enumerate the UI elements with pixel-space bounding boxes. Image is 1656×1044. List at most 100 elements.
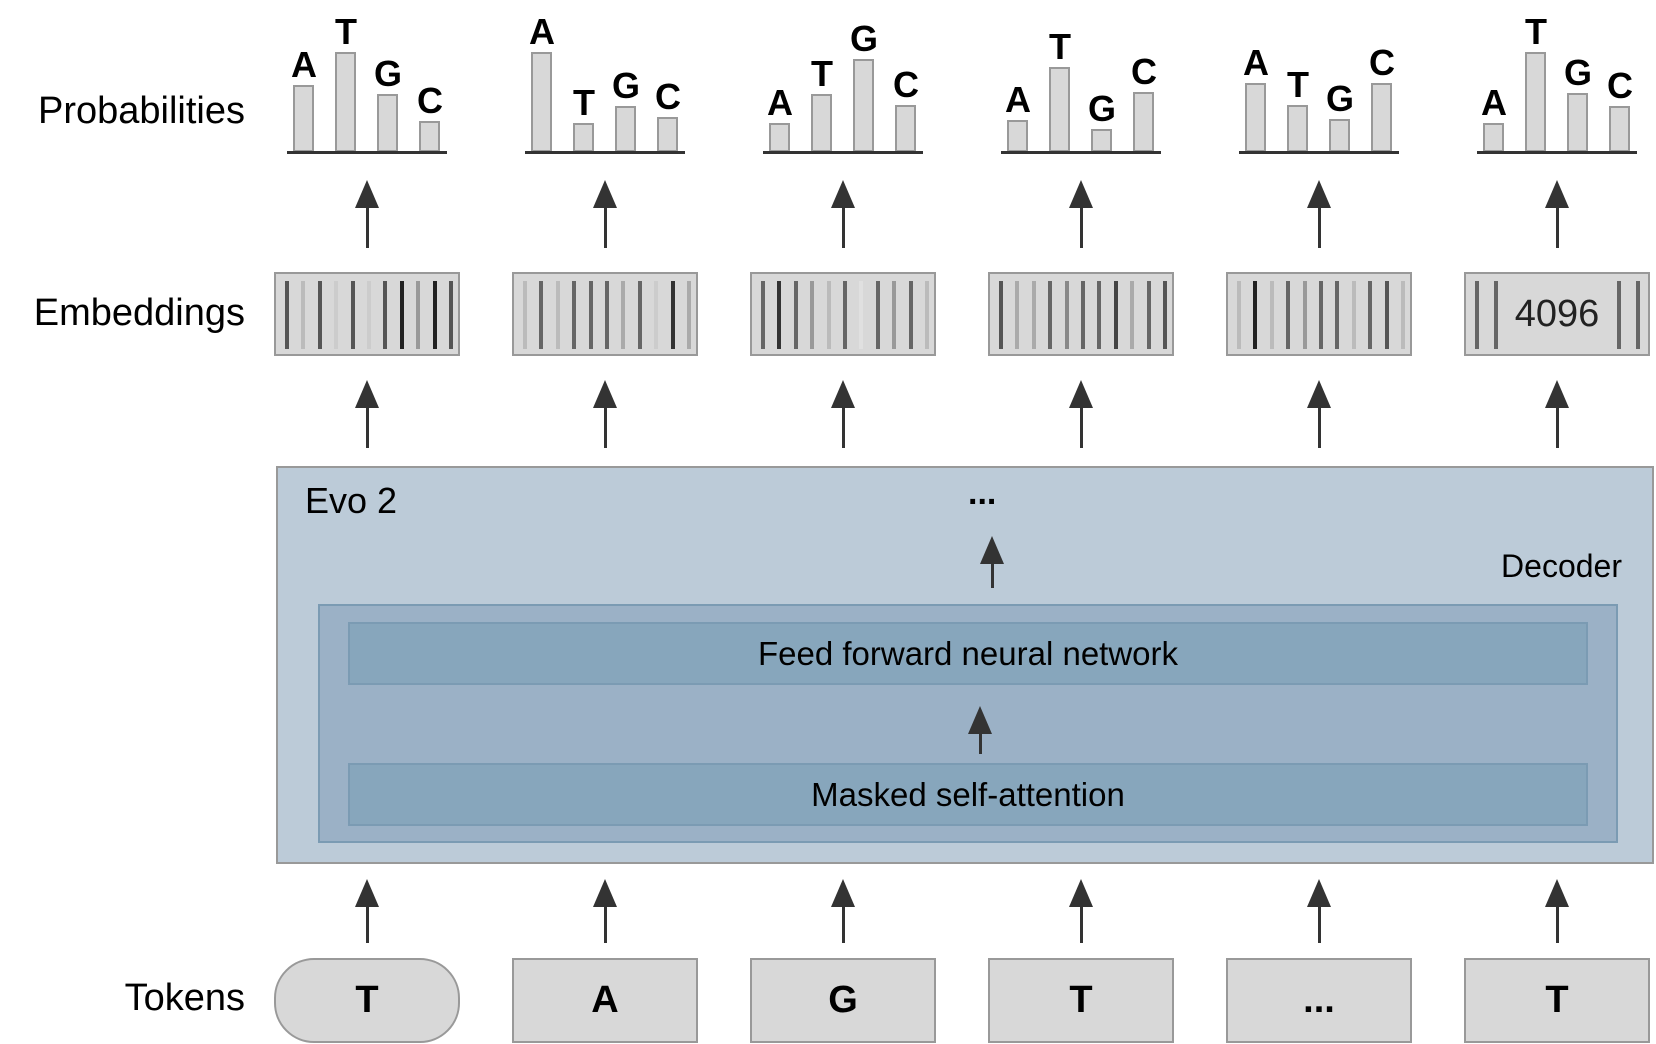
embedding-stripe	[605, 281, 609, 349]
probability-bar	[419, 121, 440, 152]
row-label-embeddings: Embeddings	[33, 292, 245, 334]
embedding-stripe	[350, 281, 355, 349]
embedding-stripe	[777, 281, 782, 349]
embedding-dimension-label: 4096	[1514, 292, 1600, 335]
nucleotide-label: T	[573, 82, 595, 123]
embedding-stripe	[654, 281, 659, 349]
probability-bar	[335, 52, 356, 152]
arrow-up-icon	[1544, 380, 1570, 448]
nucleotide-label: A	[529, 11, 555, 52]
arrow-up-icon	[1306, 879, 1332, 943]
probability-bar	[1245, 83, 1266, 152]
nucleotide-label: T	[1525, 11, 1547, 52]
embedding-stripe	[588, 281, 593, 349]
embedding-stripe	[1081, 281, 1085, 349]
nucleotide-label: A	[1005, 79, 1031, 120]
arrow-up-icon	[967, 706, 993, 754]
embedding-stripe	[670, 281, 675, 349]
embedding-vector	[1226, 272, 1412, 356]
embedding-stripe	[1384, 281, 1389, 349]
nucleotide-label: G	[849, 18, 878, 59]
embedding-stripe	[1286, 281, 1291, 349]
embedding-stripe	[301, 281, 306, 349]
nucleotide-label: C	[1131, 51, 1157, 92]
nucleotide-label: T	[811, 53, 833, 94]
probability-bar	[895, 105, 916, 152]
chart-baseline	[1477, 151, 1637, 154]
masked-self-attention-layer: Masked self-attention	[348, 763, 1588, 826]
embedding-stripe	[1401, 281, 1405, 349]
embedding-stripe	[1335, 281, 1340, 349]
embedding-vector	[988, 272, 1174, 356]
embedding-stripe	[826, 281, 831, 349]
token-box: T	[988, 958, 1174, 1043]
chart-baseline	[1001, 151, 1161, 154]
embedding-stripe	[843, 281, 847, 349]
embedding-stripe	[761, 281, 765, 349]
nucleotide-label: G	[1087, 88, 1116, 129]
nucleotide-label: T	[335, 11, 357, 52]
arrow-up-icon	[1068, 180, 1094, 248]
nucleotide-label: C	[1607, 65, 1633, 106]
embedding-stripe	[449, 281, 453, 349]
decoder-block: Feed forward neural network Masked self-…	[318, 604, 1618, 843]
embedding-stripe	[1097, 281, 1102, 349]
embedding-stripe	[1269, 281, 1274, 349]
chart-baseline	[287, 151, 447, 154]
probability-bar	[853, 59, 874, 152]
embedding-vector	[750, 272, 936, 356]
embedding-stripe	[572, 281, 577, 349]
feed-forward-layer: Feed forward neural network	[348, 622, 1588, 685]
embedding-stripe	[285, 281, 289, 349]
probability-bar	[1609, 106, 1630, 152]
arrow-up-icon	[1306, 380, 1332, 448]
embedding-vector	[512, 272, 698, 356]
embedding-stripe	[810, 281, 815, 349]
probability-bar	[531, 52, 552, 152]
embedding-stripe	[1636, 281, 1640, 349]
arrow-up-icon	[592, 879, 618, 943]
nucleotide-label: A	[767, 82, 793, 123]
token-box: T	[274, 958, 460, 1043]
probability-bar	[1483, 123, 1504, 152]
embedding-stripe	[334, 281, 339, 349]
nucleotide-label: C	[417, 80, 443, 121]
embedding-stripe	[539, 281, 544, 349]
embedding-stripe	[399, 281, 404, 349]
embedding-stripe	[1494, 281, 1498, 349]
embedding-stripe	[416, 281, 421, 349]
decoder-label: Decoder	[1501, 548, 1622, 584]
probability-bar	[377, 94, 398, 152]
embedding-stripe	[1015, 281, 1020, 349]
probability-bar	[615, 106, 636, 152]
embedding-stripe	[859, 281, 864, 349]
embedding-stripe	[1130, 281, 1135, 349]
probability-bar	[769, 123, 790, 152]
chart-baseline	[525, 151, 685, 154]
nucleotide-label: C	[655, 76, 681, 117]
embedding-stripe	[1475, 281, 1479, 349]
arrow-up-icon	[830, 380, 856, 448]
embedding-stripe	[367, 281, 371, 349]
probability-bar	[1525, 52, 1546, 152]
token-box: A	[512, 958, 698, 1043]
embedding-stripe	[1163, 281, 1167, 349]
embedding-stripe	[1319, 281, 1323, 349]
embedding-stripe	[1617, 281, 1621, 349]
arrow-up-icon	[1544, 180, 1570, 248]
arrow-up-icon	[979, 536, 1005, 588]
arrow-up-icon	[830, 180, 856, 248]
nucleotide-label: G	[373, 53, 402, 94]
nucleotide-label: T	[1287, 64, 1309, 105]
arrow-up-icon	[354, 879, 380, 943]
model-title: Evo 2	[305, 480, 398, 521]
arrow-up-icon	[1068, 879, 1094, 943]
nucleotide-label: G	[1325, 78, 1354, 119]
embedding-vector	[274, 272, 460, 356]
more-layers-ellipsis: ...	[968, 474, 997, 512]
